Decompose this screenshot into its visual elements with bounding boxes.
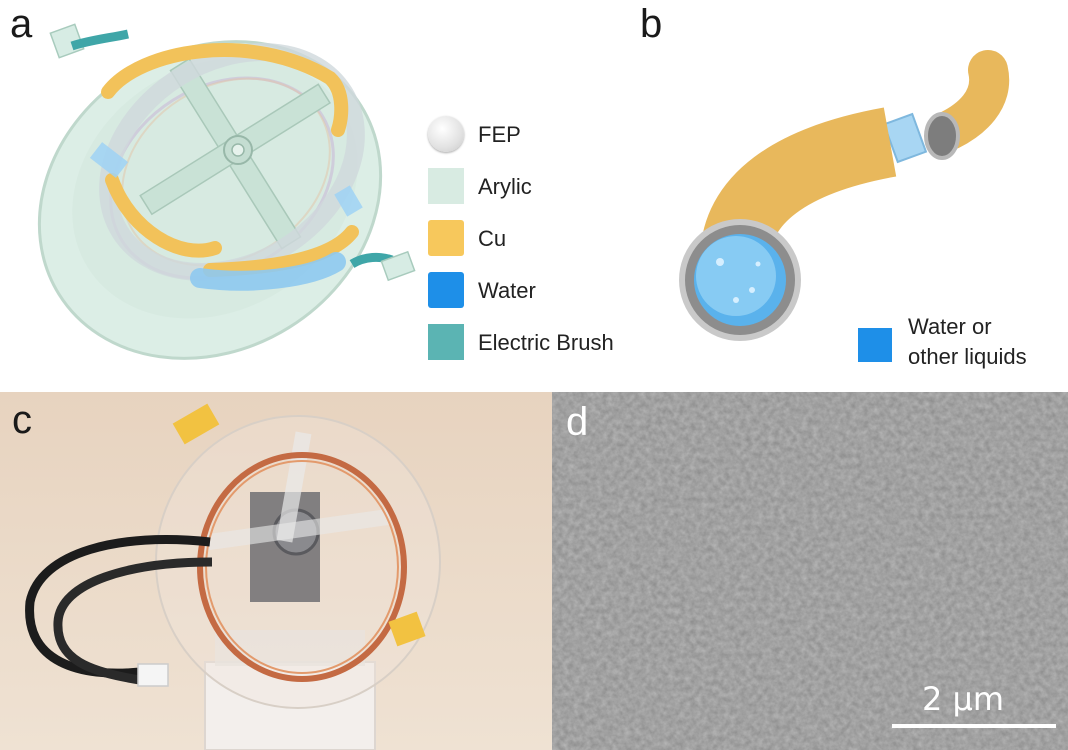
panel-b: b Water or other liquids: [640, 0, 1068, 392]
device-photo: [0, 392, 552, 750]
copper-electrode-bottom: [105, 173, 222, 258]
panel-letter-c: c: [12, 398, 32, 442]
legend-swatch-electric-brush: [428, 324, 464, 360]
copper-coil-ring: [197, 452, 407, 682]
electric-brush-bottom: [388, 611, 426, 647]
legend-label: Arylic: [478, 174, 532, 199]
legend-label: Cu: [478, 226, 507, 251]
legend-label: Water: [478, 278, 536, 303]
cable-2: [53, 557, 213, 685]
legend-label: Electric Brush: [478, 330, 614, 355]
panel-letter-a: a: [10, 2, 33, 46]
legend-swatch-water: [858, 328, 892, 362]
scale-bar: [892, 724, 1056, 728]
rotor-illustration: [37, 23, 416, 360]
water-slug-main: [190, 252, 346, 291]
panel-c-photo: c: [0, 392, 552, 750]
connector: [137, 663, 169, 687]
legend-label: FEP: [478, 122, 521, 147]
legend-label-line2: other liquids: [908, 344, 1027, 369]
water-core: [696, 236, 776, 316]
water-slug-left: [89, 142, 129, 178]
electric-brush-bottom: [349, 250, 416, 282]
tube-illustration: [679, 50, 1010, 341]
legend-swatch-water: [428, 272, 464, 308]
legend-label-line1: Water or: [908, 314, 992, 339]
panel-d-sem-image: d 2 μm: [552, 392, 1068, 750]
panel-a: a: [0, 0, 640, 392]
panel-letter-b: b: [640, 2, 663, 46]
water-plug: [882, 112, 928, 164]
electric-brush-top: [49, 23, 129, 59]
scale-bar-label: 2 μm: [922, 680, 1005, 718]
legend-swatch-fep: [428, 116, 464, 152]
water-slug-right: [334, 185, 363, 217]
electric-brush-top: [172, 403, 220, 445]
legend-swatch-cu: [428, 220, 464, 256]
sem-texture: [552, 392, 1068, 750]
copper-electrode-top: [101, 43, 349, 137]
legend-swatch-arylic: [428, 168, 464, 204]
panel-letter-d: d: [566, 400, 589, 444]
